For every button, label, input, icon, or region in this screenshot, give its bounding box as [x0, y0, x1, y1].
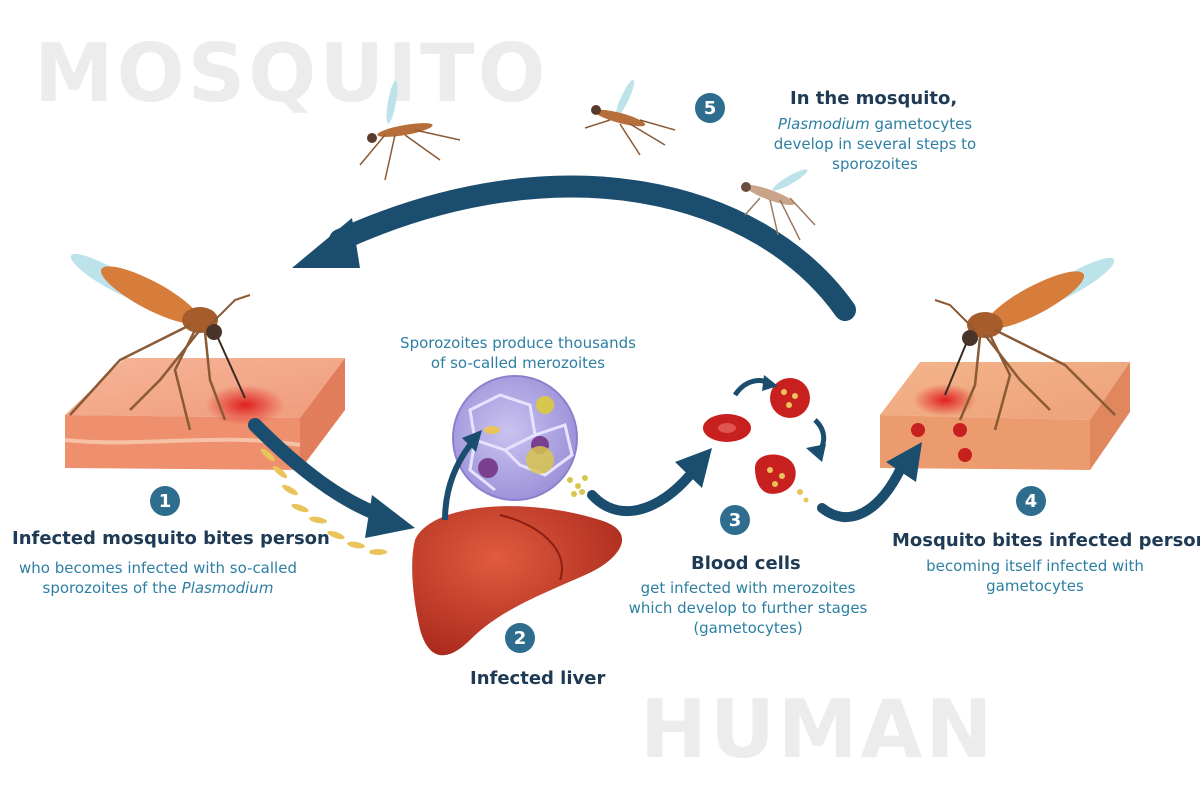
step-2-badge: 2	[505, 623, 535, 653]
step-5-line-2: develop in several steps to	[773, 135, 977, 153]
plasmodium-term: Plasmodium	[181, 579, 274, 597]
step-4-description: becoming itself infected with gametocyte…	[900, 556, 1170, 596]
step-3-line-2: which develop to further stages	[628, 599, 868, 617]
step-3-line-3: (gametocytes)	[693, 619, 803, 637]
liver-illustration	[412, 506, 623, 656]
step-2-title: Infected liver	[470, 668, 606, 689]
mosquito-flying-3	[741, 169, 816, 241]
step-3-line-1: get infected with merozoites	[640, 579, 856, 597]
step-1-description: who becomes infected with so-called spor…	[12, 558, 304, 598]
step-3-description: get infected with merozoites which devel…	[612, 578, 884, 638]
step-5-title: In the mosquito,	[790, 88, 958, 109]
step-4-badge: 4	[1016, 486, 1046, 516]
arrow-blood-to-mosquito	[817, 442, 922, 523]
step-4-line-2: gametocytes	[986, 577, 1084, 595]
step-1-badge: 1	[150, 486, 180, 516]
step-1-title: Infected mosquito bites person	[12, 528, 330, 549]
arrow-liver-to-cell	[442, 430, 482, 521]
arc-arrow-mosquito-to-human	[292, 175, 856, 321]
arrow-skin-to-liver	[248, 418, 415, 538]
liver-note-line-1: Sporozoites produce thousands	[400, 334, 636, 352]
step-3-badge: 3	[720, 505, 750, 535]
mosquito-flying-1	[359, 80, 461, 181]
step-5-description: Plasmodium gametocytes develop in severa…	[740, 114, 1010, 174]
plasmodium-term: Plasmodium	[777, 115, 870, 133]
watermark-mosquito: MOSQUITO	[34, 27, 549, 120]
blood-cells-cycle	[703, 375, 827, 503]
mosquito-flying-2	[584, 79, 676, 156]
step-4-title: Mosquito bites infected person	[892, 530, 1200, 551]
step-1-line-2: sporozoites of the Plasmodium	[42, 579, 274, 597]
watermark-human: HUMAN	[640, 683, 996, 776]
step-1-line-1: who becomes infected with so-called	[19, 559, 297, 577]
liver-note: Sporozoites produce thousands of so-call…	[388, 333, 648, 373]
sporozoites-trail	[260, 448, 387, 555]
step-5-badge: 5	[695, 93, 725, 123]
merozoites-cluster	[567, 475, 588, 497]
step-5-line-3: sporozoites	[832, 155, 918, 173]
arrow-merozoites-to-blood	[587, 448, 712, 516]
mosquito-right-biting	[934, 257, 1116, 431]
step-4-line-1: becoming itself infected with	[926, 557, 1144, 575]
liver-note-line-2: of so-called merozoites	[430, 354, 606, 372]
step-5-line-1: Plasmodium gametocytes	[777, 115, 973, 133]
mosquito-left-biting	[69, 253, 251, 431]
step-3-title: Blood cells	[691, 553, 801, 574]
